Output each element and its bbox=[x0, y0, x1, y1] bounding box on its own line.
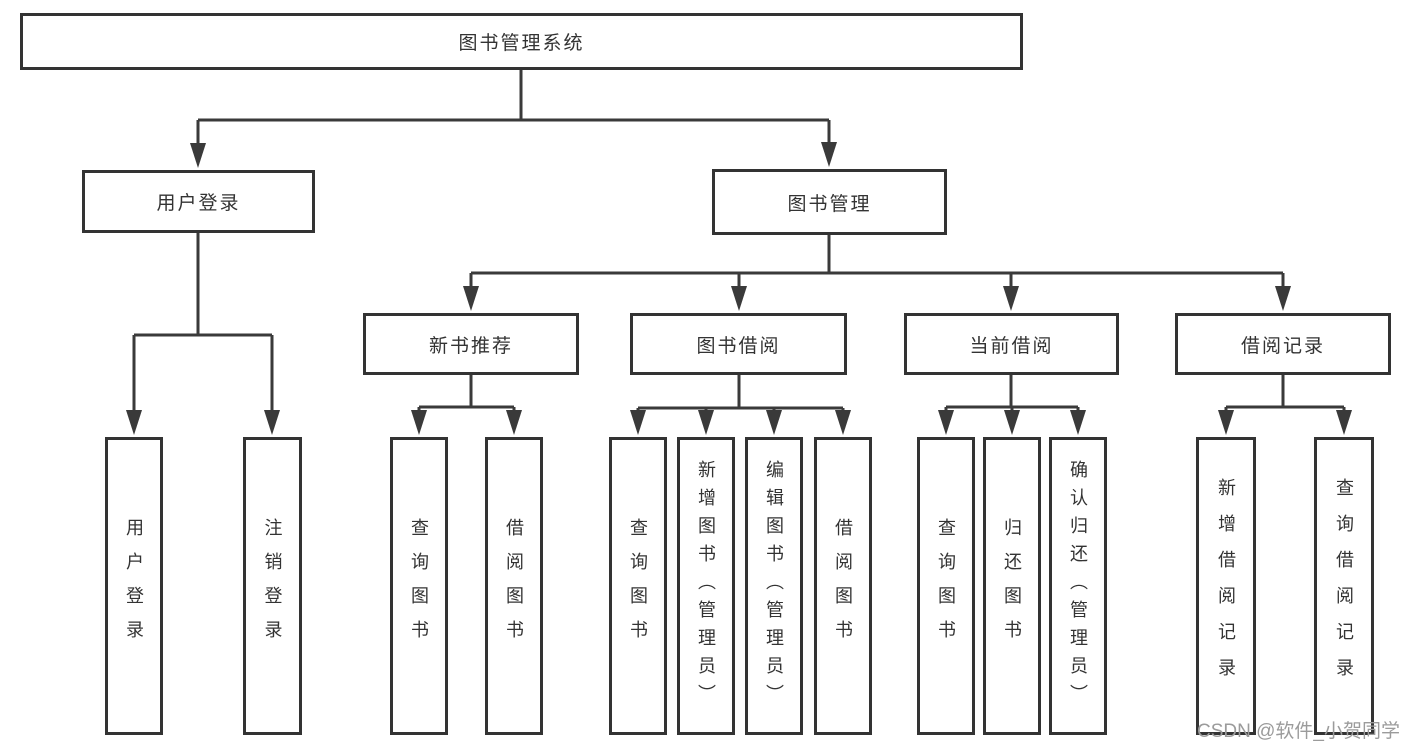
leaf-borrow-books-1-label: 借阅图书 bbox=[504, 518, 524, 654]
node-book-borrow: 图书借阅 bbox=[630, 313, 847, 375]
leaf-return-books: 归还图书 bbox=[983, 437, 1041, 735]
node-new-book-recommend: 新书推荐 bbox=[363, 313, 579, 375]
watermark: CSDN @软件_小贺同学 bbox=[1197, 721, 1400, 742]
node-borrow-records-label: 借阅记录 bbox=[1240, 335, 1325, 357]
node-borrow-records: 借阅记录 bbox=[1175, 313, 1391, 375]
leaf-add-books-admin-label: 新增图书（管理员） bbox=[696, 460, 716, 712]
node-current-borrow-label: 当前借阅 bbox=[969, 335, 1054, 357]
leaf-borrow-books-1: 借阅图书 bbox=[485, 437, 543, 735]
node-new-book-recommend-label: 新书推荐 bbox=[428, 335, 513, 357]
node-book-borrow-label: 图书借阅 bbox=[696, 335, 781, 357]
leaf-query-books-2: 查询图书 bbox=[609, 437, 667, 735]
leaf-confirm-return-admin-label: 确认归还（管理员） bbox=[1068, 460, 1088, 712]
leaf-logout-login-label: 注销登录 bbox=[262, 518, 283, 654]
leaf-query-borrow-record-label: 查询借阅记录 bbox=[1334, 478, 1354, 694]
node-user-login-label: 用户登录 bbox=[156, 193, 241, 214]
node-root-label: 图书管理系统 bbox=[458, 33, 585, 54]
leaf-user-login-label: 用户登录 bbox=[124, 518, 144, 654]
leaf-edit-books-admin: 编辑图书（管理员） bbox=[745, 437, 803, 735]
leaf-query-books-3: 查询图书 bbox=[917, 437, 975, 735]
leaf-borrow-books-2: 借阅图书 bbox=[814, 437, 872, 735]
node-user-login: 用户登录 bbox=[82, 170, 315, 233]
leaf-add-borrow-record-label: 新增借阅记录 bbox=[1216, 478, 1236, 694]
leaf-return-books-label: 归还图书 bbox=[1002, 518, 1022, 654]
leaf-query-books-2-label: 查询图书 bbox=[628, 518, 648, 654]
leaf-query-books-1: 查询图书 bbox=[390, 437, 448, 735]
leaf-logout-login: 注销登录 bbox=[243, 437, 302, 735]
node-book-management-label: 图书管理 bbox=[787, 193, 872, 215]
leaf-query-books-3-label: 查询图书 bbox=[936, 518, 956, 654]
leaf-query-books-1-label: 查询图书 bbox=[409, 518, 429, 654]
node-book-management: 图书管理 bbox=[712, 169, 947, 235]
node-current-borrow: 当前借阅 bbox=[904, 313, 1119, 375]
leaf-user-login: 用户登录 bbox=[105, 437, 163, 735]
leaf-query-borrow-record: 查询借阅记录 bbox=[1314, 437, 1374, 735]
leaf-edit-books-admin-label: 编辑图书（管理员） bbox=[764, 460, 784, 712]
node-root: 图书管理系统 bbox=[20, 13, 1023, 70]
leaf-add-borrow-record: 新增借阅记录 bbox=[1196, 437, 1256, 735]
arrowheads bbox=[126, 142, 1352, 435]
leaf-add-books-admin: 新增图书（管理员） bbox=[677, 437, 735, 735]
leaf-confirm-return-admin: 确认归还（管理员） bbox=[1049, 437, 1107, 735]
leaf-borrow-books-2-label: 借阅图书 bbox=[833, 518, 853, 654]
